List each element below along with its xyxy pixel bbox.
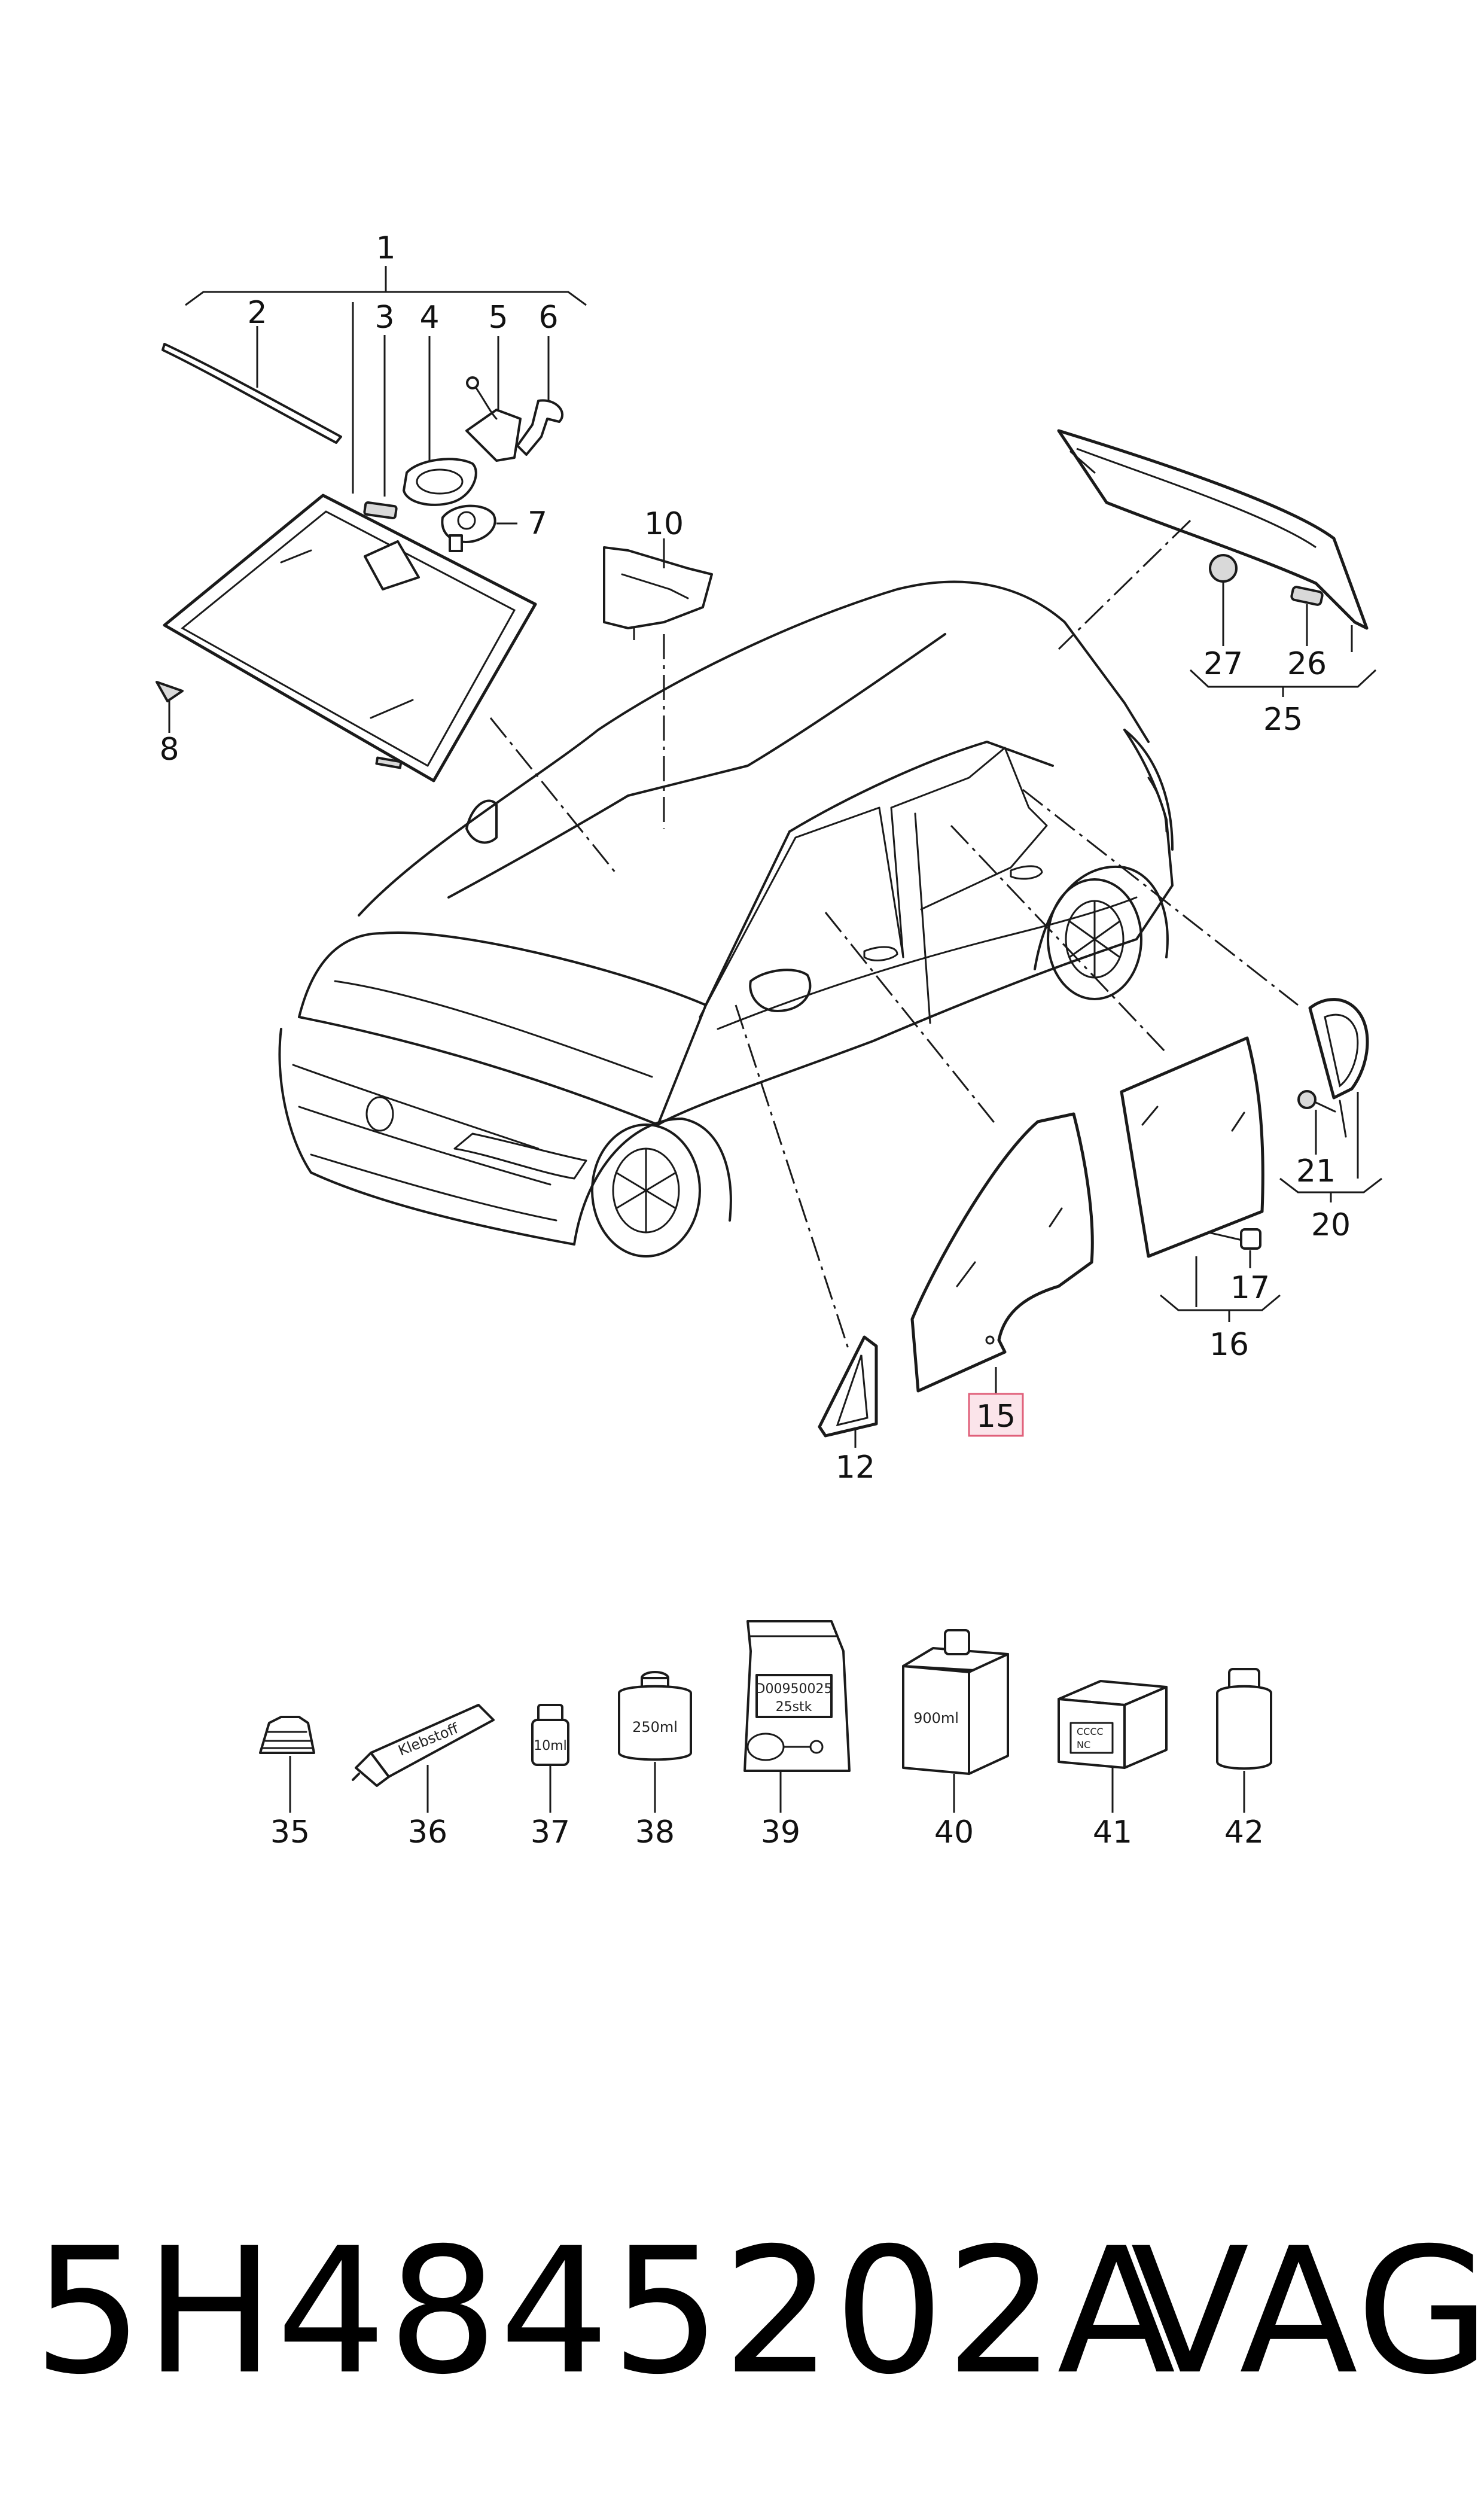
can-label: 250ml [632,1719,678,1735]
callout-8[interactable]: 8 [159,732,179,768]
callout-1[interactable]: 1 [376,230,395,266]
part-40-jug[interactable]: 900ml [902,1629,1009,1775]
part-27-clip[interactable] [1209,554,1238,583]
callout-2[interactable]: 2 [247,295,267,331]
part-15-front-door-glass[interactable] [910,1112,1094,1393]
callout-42[interactable]: 42 [1224,1814,1264,1850]
part-26-cap[interactable] [1290,586,1324,606]
bag-label-line2: 25stk [776,1700,812,1715]
callout-5[interactable]: 5 [488,300,508,336]
part-37-small-bottle[interactable]: 10ml [531,1704,569,1766]
part-2-moulding-strip[interactable] [161,343,342,444]
bracket-1 [185,266,587,306]
callout-15[interactable]: 15 [976,1399,1016,1435]
part-number: 5H4845202A [33,2211,1177,2413]
callout-27[interactable]: 27 [1203,646,1243,682]
part-4-sensor-housing[interactable] [403,458,477,506]
part-25-rear-window[interactable] [1057,429,1369,630]
callout-40[interactable]: 40 [934,1814,974,1850]
car-body [278,580,1174,1258]
callout-39[interactable]: 39 [761,1814,800,1850]
box-mark-2: NC [1077,1739,1090,1750]
callout-36[interactable]: 36 [408,1814,447,1850]
car-exterior-mirror [465,799,498,844]
callout-37[interactable]: 37 [531,1814,570,1850]
part-6-bracket-with-cable[interactable] [516,399,563,456]
part-41-box[interactable]: CCCC NC [1058,1680,1168,1769]
part-42-bottle[interactable] [1216,1668,1272,1770]
part-7-camera-sensor[interactable] [441,504,496,552]
callout-21[interactable]: 21 [1296,1153,1336,1189]
part-5-cover-with-cable[interactable] [465,376,522,462]
callout-12[interactable]: 12 [836,1450,875,1485]
part-36-adhesive-tube[interactable]: Klebstoff [352,1704,495,1787]
callout-7[interactable]: 7 [528,506,547,541]
part-17-clip[interactable] [1240,1228,1261,1250]
callout-25[interactable]: 25 [1263,702,1303,738]
bracket-16 [1160,1294,1281,1322]
callout-35[interactable]: 35 [270,1814,310,1850]
part-21-screw[interactable] [1297,1090,1336,1113]
part-20-rear-quarter-window[interactable] [1308,998,1369,1138]
bracket-20 [1279,1177,1382,1202]
callout-6[interactable]: 6 [538,300,558,336]
part-39-bag[interactable]: D00950025 25stk [743,1620,851,1772]
bottle-small-label: 10ml [534,1738,567,1753]
box-mark-1: CCCC [1077,1726,1104,1737]
part-1-windscreen[interactable] [163,494,537,783]
callout-26[interactable]: 26 [1287,646,1327,682]
part-38-can[interactable]: 250ml [618,1671,692,1761]
callout-15-highlight [968,1393,1024,1437]
callout-3[interactable]: 3 [374,300,394,336]
bracket-25 [1189,669,1377,697]
callout-4[interactable]: 4 [419,300,439,336]
brand-name: VAG [1130,2211,1484,2413]
callout-20[interactable]: 20 [1311,1207,1351,1243]
callout-41[interactable]: 41 [1093,1814,1132,1850]
callout-10[interactable]: 10 [644,506,684,542]
leader-lines [489,519,1299,1353]
part-12-quarter-glass[interactable] [818,1335,878,1438]
bag-label-line1: D00950025 [755,1682,833,1697]
part-8-wedge[interactable] [156,681,184,702]
callout-38[interactable]: 38 [635,1814,675,1850]
callout-16[interactable]: 16 [1209,1327,1249,1363]
jug-label: 900ml [913,1710,959,1727]
callout-17[interactable]: 17 [1230,1270,1270,1306]
part-3-pad[interactable] [363,501,398,520]
part-16-rear-door-glass[interactable] [1120,1036,1264,1258]
part-35-cone[interactable] [259,1716,315,1754]
part-10-mirror-bracket[interactable] [603,546,713,640]
